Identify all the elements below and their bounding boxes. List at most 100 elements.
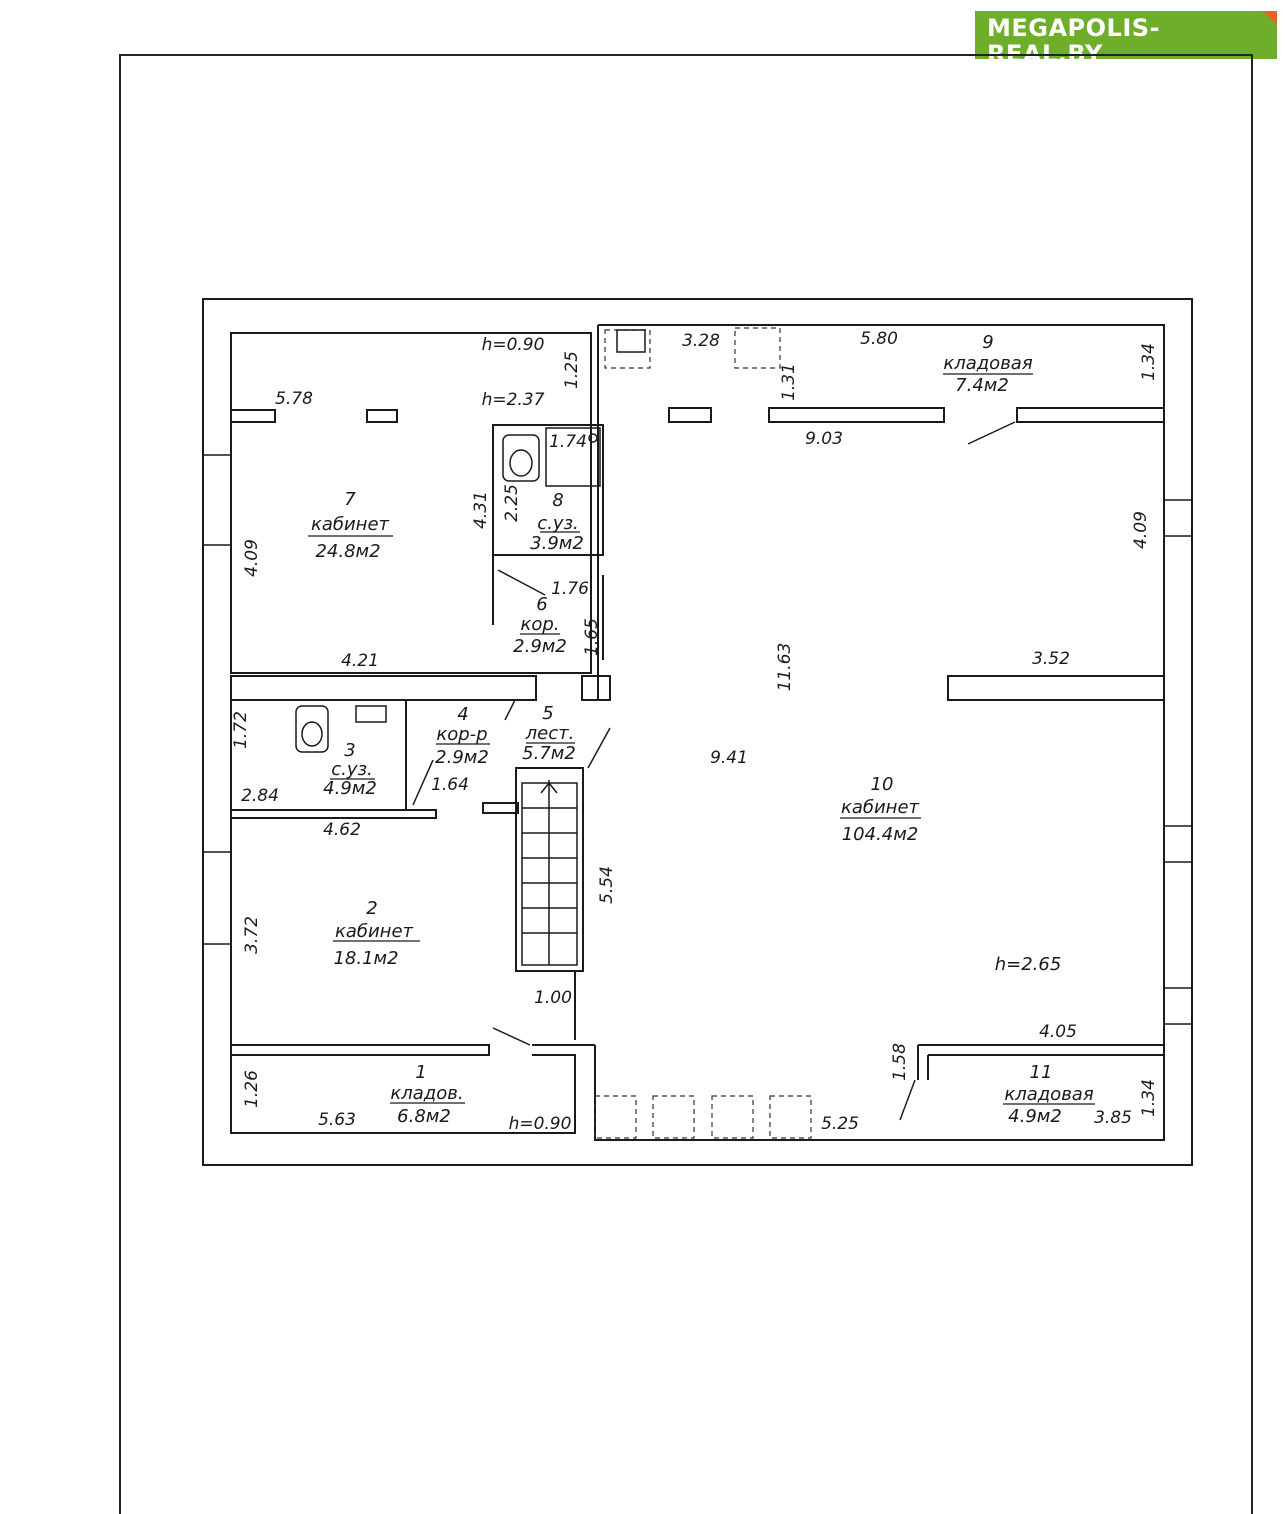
dim-9-41: 9.41: [710, 748, 748, 768]
window-left-upper: [202, 454, 232, 546]
toilet-3-bowl: [301, 721, 323, 747]
svg-text:с.уз.: с.уз.: [331, 759, 373, 780]
dim-1-64: 1.64: [431, 775, 469, 795]
dim-4-09-left: 4.09: [242, 539, 262, 577]
svg-text:кор.: кор.: [520, 614, 559, 635]
room-11-walls: [917, 1044, 1164, 1080]
dim-1-34-bottom: 1.34: [1139, 1079, 1159, 1117]
partition-2-1: [230, 1044, 490, 1056]
window-right-3: [1163, 987, 1193, 1025]
svg-text:6: 6: [536, 594, 547, 615]
window-right-1: [1163, 499, 1193, 537]
room-label-11: 11 кладовая 4.9м2: [1003, 1062, 1095, 1127]
svg-text:24.8м2: 24.8м2: [315, 541, 380, 562]
duct-1-core: [616, 329, 646, 353]
upper-right-wall: [598, 324, 1165, 676]
room-label-6: 6 кор. 2.9м2: [513, 594, 567, 657]
svg-text:18.1м2: 18.1м2: [333, 948, 398, 969]
room-label-3: 3 с.уз. 4.9м2: [323, 740, 377, 799]
height-label-bottom: h=0.90: [509, 1114, 572, 1134]
partition-stub: [482, 802, 519, 814]
svg-text:5.7м2: 5.7м2: [522, 743, 576, 764]
dim-5-54: 5.54: [597, 866, 617, 904]
toilet-3-icon: [295, 705, 329, 753]
svg-text:7.4м2: 7.4м2: [955, 375, 1009, 396]
dim-4-05: 4.05: [1039, 1022, 1077, 1042]
window-right-2: [1163, 825, 1193, 863]
door-3: [412, 759, 434, 806]
svg-text:2: 2: [366, 898, 377, 919]
toilet-8-bowl: [509, 449, 533, 477]
dim-1-65: 1.65: [582, 618, 602, 656]
svg-text:2.9м2: 2.9м2: [435, 747, 489, 768]
svg-text:104.4м2: 104.4м2: [842, 824, 919, 845]
svg-text:лест.: лест.: [525, 723, 575, 744]
svg-text:3.9м2: 3.9м2: [530, 533, 584, 554]
partition-7-stub: [230, 409, 276, 423]
dim-4-62: 4.62: [323, 820, 361, 840]
duct-1: [604, 329, 651, 369]
svg-text:10: 10: [871, 774, 894, 795]
dim-1-72: 1.72: [231, 711, 251, 749]
room-label-10: 10 кабинет 104.4м2: [840, 774, 921, 845]
dim-3-85: 3.85: [1094, 1108, 1132, 1128]
partition-3-2: [230, 809, 437, 819]
duct-2: [734, 327, 781, 369]
window-left-lower: [202, 851, 232, 945]
dim-3-52: 3.52: [1032, 649, 1070, 669]
dim-1-00: 1.00: [534, 988, 572, 1008]
svg-text:7: 7: [344, 489, 356, 510]
exterior-wall-outer: [202, 298, 1193, 1166]
dim-2-25: 2.25: [502, 484, 522, 522]
room-label-2: 2 кабинет 18.1м2: [333, 898, 420, 969]
toilet-8-icon: [502, 434, 540, 482]
column-5: [581, 675, 611, 701]
room-label-4: 4 кор-р 2.9м2: [435, 704, 490, 768]
svg-text:кабинет: кабинет: [841, 797, 920, 818]
logo-tagline: портал о коммерческой недвижимости в Бел…: [987, 68, 1257, 79]
room-6-walls: [492, 555, 604, 660]
dim-1-25: 1.25: [562, 351, 582, 389]
svg-text:кабинет: кабинет: [335, 921, 414, 942]
partition-10-upper: [947, 675, 1165, 701]
drain-icon: [588, 433, 598, 443]
svg-text:8: 8: [552, 490, 563, 511]
height-label-main: h=2.65: [995, 954, 1062, 975]
svg-text:с.уз.: с.уз.: [537, 513, 579, 534]
dim-1-74: 1.74: [549, 432, 587, 452]
door-6: [497, 569, 546, 596]
door-11: [899, 1079, 916, 1121]
stair-direction-arrow: [540, 780, 558, 965]
dim-5-78: 5.78: [275, 389, 313, 409]
niche-3: [711, 1095, 754, 1139]
svg-text:4.9м2: 4.9м2: [1008, 1106, 1062, 1127]
svg-text:кладов.: кладов.: [390, 1083, 463, 1104]
dim-1-34-top: 1.34: [1139, 343, 1159, 381]
svg-text:11: 11: [1030, 1062, 1053, 1083]
niche-1: [594, 1095, 637, 1139]
room-label-7: 7 кабинет 24.8м2: [308, 489, 393, 562]
partition-9-c: [668, 407, 712, 423]
svg-text:6.8м2: 6.8м2: [397, 1106, 451, 1127]
partition-9-b: [1016, 407, 1165, 423]
dim-3-72: 3.72: [242, 916, 262, 954]
sink-3-icon: [355, 705, 387, 723]
dim-11-63: 11.63: [775, 643, 795, 692]
niche-4: [769, 1095, 812, 1139]
dim-5-25: 5.25: [821, 1114, 859, 1134]
dim-9-03: 9.03: [805, 429, 843, 449]
room-label-9: 9 кладовая 7.4м2: [943, 332, 1033, 396]
svg-text:кор-р: кор-р: [436, 724, 487, 745]
svg-text:4: 4: [457, 704, 468, 725]
dim-4-31: 4.31: [471, 491, 491, 529]
partition-9-a: [768, 407, 945, 423]
staircase: [515, 767, 584, 972]
svg-text:кладовая: кладовая: [1004, 1084, 1094, 1105]
height-label-top: h=0.90: [482, 335, 545, 355]
dim-4-09-right: 4.09: [1131, 511, 1151, 549]
logo-corner-accent: [1263, 11, 1277, 25]
svg-text:9: 9: [982, 332, 993, 353]
dim-1-26: 1.26: [242, 1070, 262, 1108]
room-label-1: 1 кладов. 6.8м2: [390, 1062, 465, 1127]
svg-text:3: 3: [344, 740, 355, 761]
